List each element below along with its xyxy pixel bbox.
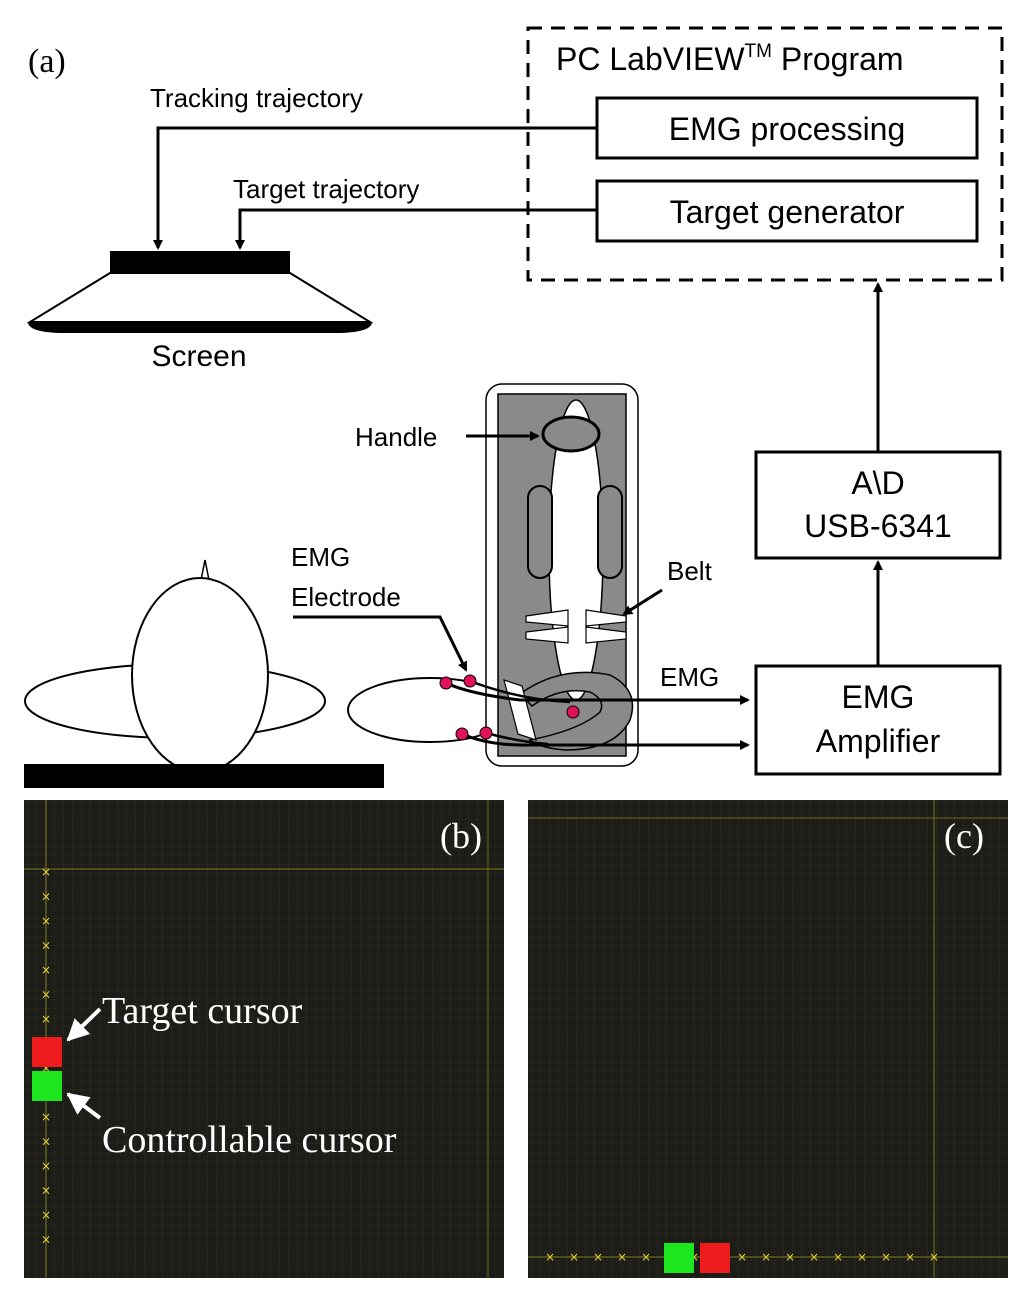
trajectory-marker: ×: [41, 1135, 51, 1149]
controllable-cursor-label: Controllable cursor: [102, 1119, 397, 1161]
emg-processing-box: [595, 96, 979, 160]
subject-top-view: [24, 559, 513, 788]
trajectory-marker: ×: [41, 1061, 51, 1075]
screen-icon: [26, 251, 374, 333]
trajectory-marker: ×: [569, 1250, 579, 1264]
target-generator-label: Target generator: [670, 194, 905, 230]
trajectory-marker: ×: [857, 1250, 867, 1264]
trajectory-marker: ×: [593, 1250, 603, 1264]
belt-label: Belt: [667, 556, 713, 586]
pc-program-box: [526, 26, 1004, 282]
belt-pointer-arrow: [622, 588, 663, 616]
emg-electrode-label-line1: EMG: [291, 542, 350, 572]
electrode-pointer-arrow: [293, 615, 468, 672]
trajectory-marker: ×: [809, 1250, 819, 1264]
trajectory-marker: ×: [41, 1159, 51, 1173]
trajectory-marker: ×: [761, 1250, 771, 1264]
trajectory-marker: ×: [833, 1250, 843, 1264]
trajectory-marker: ×: [41, 1233, 51, 1247]
trajectory-marker: ×: [41, 914, 51, 928]
panel-c-label: (c): [944, 816, 984, 856]
trajectory-marker: ×: [41, 890, 51, 904]
emg-electrode-label-line2: Electrode: [291, 582, 401, 612]
ad-converter-box: [754, 450, 1002, 560]
trajectory-marker: ×: [617, 1250, 627, 1264]
panel-c: ××××××××××××××××× (c): [528, 800, 1008, 1278]
emg-electrodes: [439, 674, 580, 741]
tracking-trajectory-arrow: [153, 126, 597, 250]
table-bar: [24, 764, 384, 788]
trajectory-marker: ×: [41, 1208, 51, 1222]
ad-label-line2: USB-6341: [804, 508, 952, 544]
trajectory-marker: ×: [929, 1250, 939, 1264]
target-cursor-label: Target cursor: [102, 990, 303, 1032]
target-cursor-c: [700, 1243, 730, 1273]
controllable-cursor-arrow: [66, 1092, 102, 1120]
tracking-trajectory-label: Tracking trajectory: [150, 83, 363, 113]
trajectory-marker: ×: [641, 1250, 651, 1264]
target-trajectory-arrow: [235, 208, 597, 250]
trajectory-marker: ×: [41, 988, 51, 1002]
amplifier-label-line1: EMG: [842, 679, 915, 715]
trajectory-marker: ×: [41, 939, 51, 953]
panel-b: ×××××××××××××××× (b) Target cursor Contr…: [24, 800, 504, 1278]
trajectory-marker: ×: [41, 1184, 51, 1198]
pc-program-title: PC LabVIEWTM Program: [556, 41, 904, 77]
emg-signal-label: EMG: [660, 662, 719, 692]
trajectory-marker: ×: [41, 865, 51, 879]
panel-a: (a) PC LabVIEWTM Program EMG processing …: [24, 26, 1004, 788]
controllable-cursor-b: [32, 1071, 62, 1101]
trajectory-marker: ×: [545, 1250, 555, 1264]
trajectory-marker: ×: [881, 1250, 891, 1264]
screen-label: Screen: [151, 340, 246, 373]
emg-wire-lower: [461, 732, 750, 750]
panel-a-label: (a): [28, 43, 66, 80]
target-cursor-b: [32, 1037, 62, 1067]
emg-processing-label: EMG processing: [669, 111, 906, 147]
target-trajectory-label: Target trajectory: [233, 174, 419, 204]
emg-amplifier-box: [754, 664, 1002, 776]
handle-device: [485, 383, 639, 767]
trajectory-marker: ×: [41, 1110, 51, 1124]
trajectory-marker: ×: [785, 1250, 795, 1264]
ad-label-line1: A\D: [851, 465, 904, 501]
target-generator-box: [595, 179, 979, 243]
trajectory-marker: ×: [737, 1250, 747, 1264]
handle-knob: [541, 415, 601, 453]
panel-b-label: (b): [440, 816, 482, 856]
handle-label: Handle: [355, 422, 437, 452]
trajectory-marker: ×: [41, 1012, 51, 1026]
trajectory-marker: ×: [905, 1250, 915, 1264]
controllable-cursor-c: [664, 1243, 694, 1273]
amplifier-label-line2: Amplifier: [816, 723, 941, 759]
trajectory-marker: ×: [41, 963, 51, 977]
target-cursor-arrow: [66, 1007, 102, 1042]
